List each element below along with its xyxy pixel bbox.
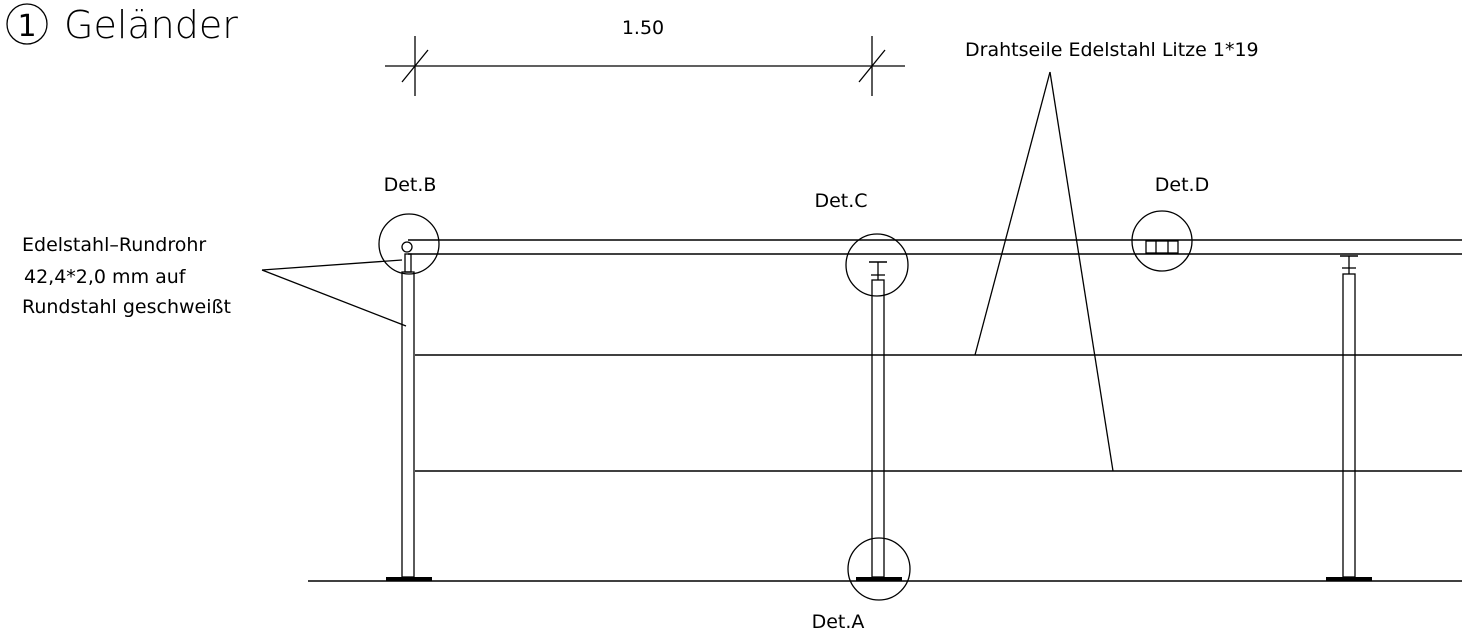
post-middle [856,261,902,581]
tube-label-line3: Rundstahl geschweißt [22,296,231,318]
page-title: Geländer [64,3,238,47]
post-left [386,253,432,581]
detail-label-a: Det.A [812,611,865,633]
tube-label-line1: Edelstahl–Rundrohr [22,234,206,256]
cable-label: Drahtseile Edelstahl Litze 1*19 [965,39,1259,61]
title-number: 1 [17,9,36,44]
detail-circle-a [847,537,911,601]
detail-label-b: Det.B [384,174,437,196]
handrail [401,239,1462,255]
post-right [1326,255,1372,581]
detail-circle-c [845,233,909,297]
tube-label: Edelstahl–Rundrohr 42,4*2,0 mm auf Runds… [22,234,231,318]
detail-label-d: Det.D [1155,174,1209,196]
cable-leader-lines [974,71,1114,472]
tube-label-line2: 42,4*2,0 mm auf [24,266,187,288]
tube-leader-lines [261,259,407,327]
title-number-circle [6,3,48,45]
clamp-detail-d [1145,240,1179,254]
dimension-value: 1.50 [622,17,664,39]
detail-circle-d [1131,210,1193,272]
detail-label-c: Det.C [814,190,867,212]
dimension-line: 1.50 [385,17,905,96]
detail-circle-b [378,213,440,275]
title-group: 1 Geländer [6,3,238,47]
